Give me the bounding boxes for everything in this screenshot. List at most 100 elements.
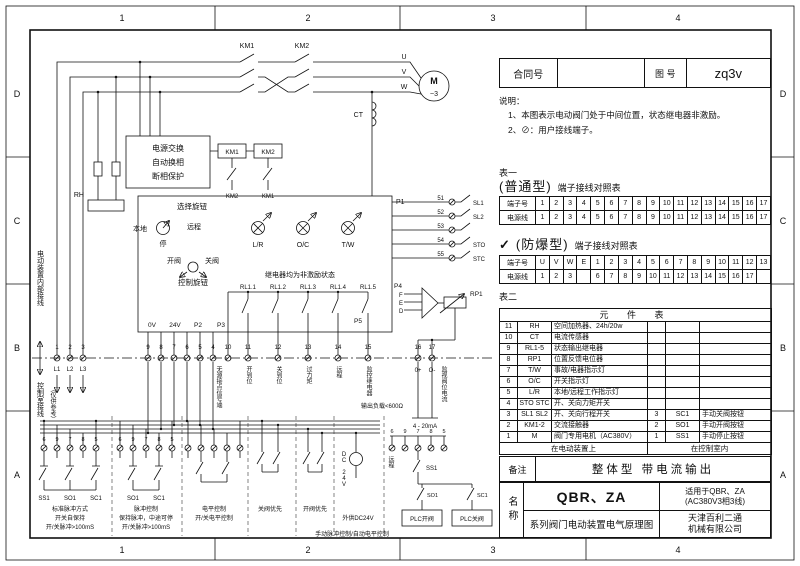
grid-ref: C [780, 216, 787, 226]
terminal-number: 9 [55, 437, 58, 443]
terminal-number: 53 [437, 224, 444, 230]
table-cell: SC1 [665, 409, 700, 421]
terminal-number: 5 [198, 345, 202, 351]
terminal-number: 12 [275, 345, 282, 351]
table-cell: 手动开阀按钮 [698, 420, 773, 432]
table-cell: 6 [604, 210, 619, 225]
fn-label: 关到位 [275, 365, 282, 384]
table-cell: 1 [499, 431, 518, 443]
terminal-number: 51 [437, 196, 444, 202]
close-label: 关阀 [205, 256, 219, 265]
table-cell: 3 [562, 269, 578, 284]
terminal-number: 10 [225, 345, 232, 351]
ct-label: CT [354, 112, 364, 119]
terminal-number: 52 [437, 210, 444, 216]
table-cell: 15 [728, 196, 744, 211]
pin-d-label: D [399, 309, 404, 315]
phase-l2-label: L2 [67, 367, 74, 373]
sto-label: STO [473, 243, 486, 249]
relay-contact-label: RL1.5 [360, 285, 377, 291]
table-cell: 8 [499, 354, 518, 366]
load-label: 输出负载<600Ω [361, 402, 404, 410]
motor-symbol: M ~3 U V W [401, 54, 450, 102]
grid-ref: D [14, 89, 21, 99]
table-cell: 开、关向力矩开关 [551, 398, 648, 410]
table-cell [647, 354, 666, 366]
table-cell: 12 [673, 269, 688, 284]
table-cell [698, 332, 773, 344]
so1-label: SO1 [127, 496, 140, 502]
table-cell [698, 321, 773, 333]
reference-note: （仅供参考） [49, 386, 56, 422]
feedback-pot: P4 F E D RP1 [394, 283, 483, 342]
space-heater: RH [74, 75, 125, 212]
caption: 开/关电平控制 [195, 514, 233, 522]
terminal-number: 5 [170, 437, 173, 443]
phase-l1-label: L1 [54, 367, 61, 373]
table1-type: (普通型) [499, 179, 552, 194]
table-cell [665, 321, 700, 333]
table-cell: SO1 [665, 420, 700, 432]
relay-contact-label: RL1.4 [330, 285, 347, 291]
table-cell: 9 [499, 343, 518, 355]
pin-f-label: F [399, 293, 403, 299]
table-cell: 空间加热器、24h/20w [551, 321, 648, 333]
terminal-number: 9 [146, 345, 150, 351]
apply-text: 适用于QBR、ZA (AC380V3相3线) [660, 483, 770, 511]
table-cell [698, 387, 773, 399]
table-cell: 2 [548, 269, 564, 284]
wiring-group-close-priority: 关阀优先 [256, 419, 282, 513]
table-cell [647, 376, 666, 388]
table-cell: 10 [659, 196, 675, 211]
terminal-number: 1 [55, 345, 59, 351]
km2-interlock-label: KM2 [226, 194, 239, 200]
phase-v-label: V [402, 69, 407, 76]
remark-block: 备注 整体型 带电流输出 [499, 456, 771, 482]
notes-title: 说明： [499, 96, 525, 106]
table1-heading: (普通型) 端子接线对照表 [499, 176, 621, 195]
company-text: 天津百利二通 机械有限公司 [660, 511, 770, 537]
table-cell: 4 [631, 255, 647, 270]
fn-label: 过力矩 [305, 365, 312, 385]
remote-label: 远程 [187, 222, 201, 231]
grid-ref: 1 [119, 13, 124, 23]
lr-lamp-label: L/R [253, 242, 264, 249]
table-cell: SL1 SL2 [517, 409, 552, 421]
table-cell: 11 [673, 210, 688, 225]
table-cell: 15 [728, 210, 744, 225]
relay-contact-label: RL1.1 [240, 285, 257, 291]
table-cell: 6 [590, 269, 606, 284]
room-wiring: 6 9 7 8 5 SS1 SO1 SC1 标准脉冲方式 开关自保持 开/关脉冲… [38, 362, 493, 538]
table1-tag: 表一 [499, 168, 518, 178]
terminal-number: 7 [144, 437, 147, 443]
grid-ref: D [780, 89, 787, 99]
table-cell: 5 [645, 255, 661, 270]
table-cell: 13 [700, 210, 716, 225]
table-cell: 12 [686, 196, 702, 211]
table-cell: 3 [499, 409, 518, 421]
selector-knob [156, 221, 170, 235]
table-cell: 1 [647, 431, 666, 443]
table-cell: RH [517, 321, 552, 333]
grid-ref: 3 [490, 13, 495, 23]
p5-label: P5 [354, 318, 362, 325]
table-cell: M [517, 431, 552, 443]
table-cell: 状态输出继电器 [551, 343, 648, 355]
table-cell: 1 [535, 196, 550, 211]
right-column: 合同号 图 号 zq3v 说明： 1、本图表示电动阀门处于中间位置，状态继电器非… [497, 30, 773, 538]
company-line: 天津百利二通 [687, 512, 742, 523]
table-cell [647, 321, 666, 333]
company-line: 机械有限公司 [687, 524, 742, 534]
terminal-number: 17 [429, 345, 436, 351]
24v-label: 24V [169, 322, 181, 329]
terminal-number: 6 [390, 429, 393, 435]
table-cell: 3 [562, 210, 578, 225]
note-line: 1、本图表示电动阀门处于中间位置，状态继电器非激励。 [508, 110, 726, 121]
terminal-number: 7 [172, 345, 176, 351]
table-cell: 14 [714, 210, 730, 225]
table-cell: 13 [700, 196, 716, 211]
terminal-number: 13 [305, 345, 312, 351]
p2-label: P2 [194, 322, 202, 329]
